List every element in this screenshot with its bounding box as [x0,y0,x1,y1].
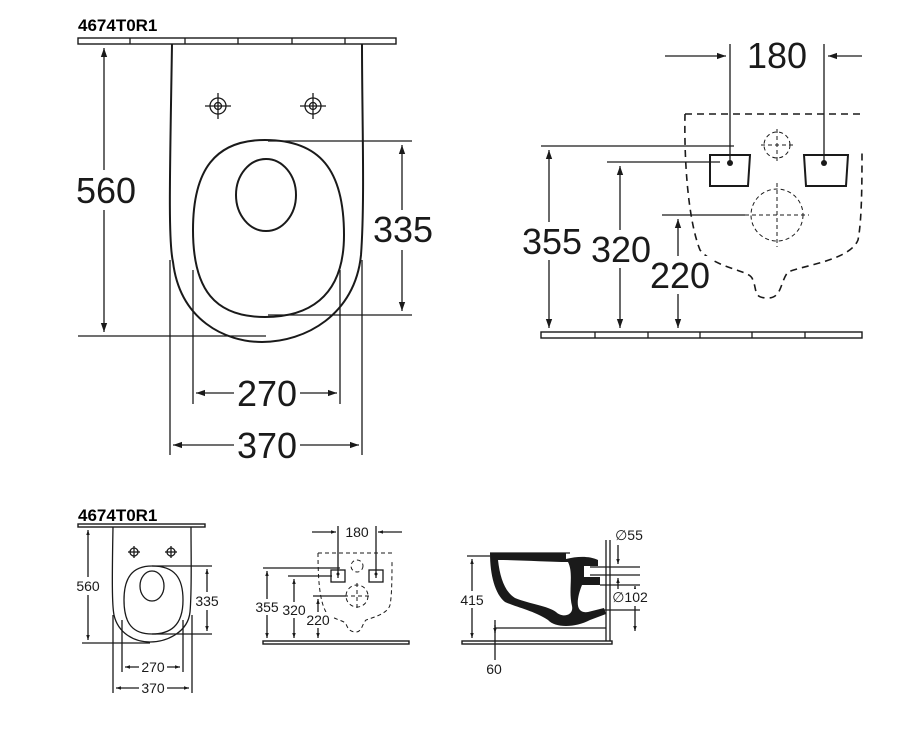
dim-355-label: 355 [522,221,582,262]
fixing-hole-icon [300,93,326,119]
dim-60-label: 60 [486,661,502,677]
small-dim-220-label: 220 [306,612,330,628]
dim-560-label: 560 [76,170,136,211]
waste-circle [745,183,809,247]
dim-370-label: 370 [237,425,297,466]
fixing-bracket [802,154,850,187]
dim-220-label: 220 [650,255,710,296]
fixing-hole-icon [205,93,231,119]
dim-335-label: 335 [373,209,433,250]
floor-strip [540,331,863,339]
dim-outlet-diameter-label: ∅102 [612,589,648,605]
small-dim-335-label: 335 [195,593,219,609]
small-dim-560-label: 560 [76,578,100,594]
model-code-title-small: 4674T0R1 [78,506,157,525]
top-view-small: 4674T0R1 560 335 270 370 [74,506,223,696]
small-dim-320-label: 320 [282,602,306,618]
dim-320-label: 320 [591,229,651,270]
small-dim-355-label: 355 [255,599,279,615]
bowl-outline [168,43,365,344]
model-code-title: 4674T0R1 [78,16,157,35]
wall-view-small: 180 355 320 220 [253,523,410,645]
bowl-opening [235,158,297,232]
small-dim-180-label: 180 [345,524,369,540]
seat-outline [191,138,346,319]
small-dim-370-label: 370 [141,680,165,696]
fixing-hole-icon [128,546,140,558]
fixing-hole-icon [165,546,177,558]
bowl-dashed-outline [684,113,863,299]
dim-415-label: 415 [460,592,484,608]
fixing-bracket [709,154,752,187]
inlet-circle [761,129,793,161]
dim-270-label: 270 [237,373,297,414]
wall-strip [77,37,397,45]
bowl-section [490,553,606,626]
small-dim-270-label: 270 [141,659,165,675]
dim-180-label: 180 [747,35,807,76]
wall-view-large: 180 [520,35,863,339]
side-view: 415 ∅55 ∅102 60 [459,527,649,677]
dim-inlet-diameter-label: ∅55 [615,527,643,543]
top-view-large: 4674T0R1 [76,16,436,466]
